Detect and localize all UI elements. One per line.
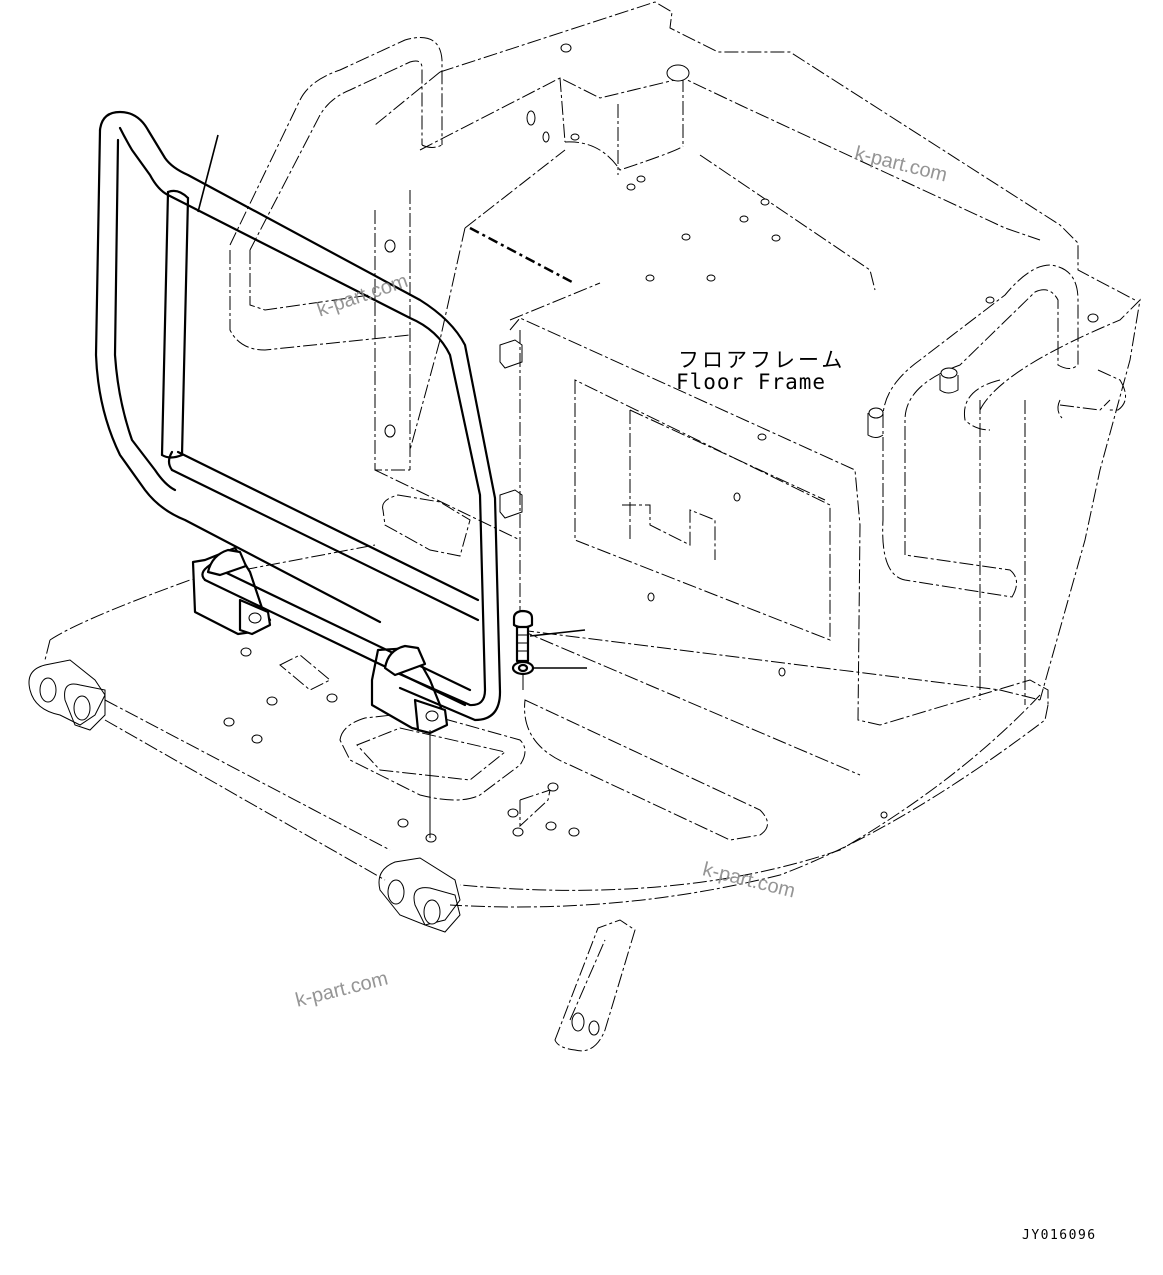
- floor-frame: [44, 1, 1136, 908]
- hinge-brackets: [28, 659, 636, 1052]
- drawing-id: JY016096: [1022, 1228, 1097, 1243]
- floor-frame-label-jp: フロアフレーム: [678, 348, 846, 372]
- guardrail[interactable]: [94, 110, 502, 722]
- bolt[interactable]: [512, 609, 586, 663]
- washer[interactable]: [511, 660, 587, 690]
- floor-frame-label-en: Floor Frame: [676, 370, 827, 394]
- rear-handrail: [229, 37, 443, 251]
- right-handrail: [867, 264, 1141, 705]
